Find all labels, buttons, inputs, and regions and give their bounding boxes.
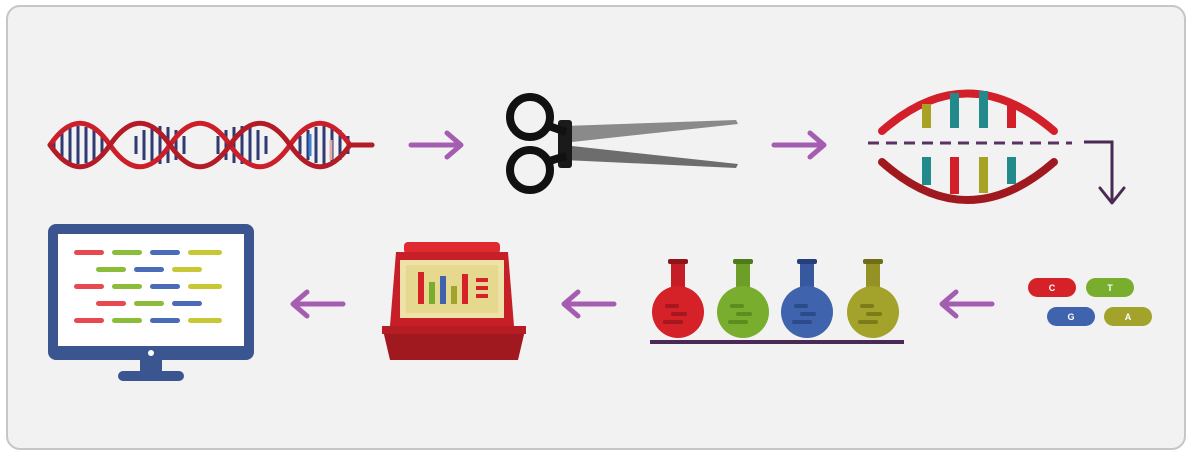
arrow-right-icon xyxy=(407,128,467,162)
base-label: G xyxy=(1067,312,1074,322)
dna-strand-separation-icon xyxy=(862,76,1132,211)
reaction-flasks-icon xyxy=(648,256,906,346)
base-label: C xyxy=(1049,283,1056,293)
dna-double-helix-icon xyxy=(44,110,376,180)
scissors-icon xyxy=(500,92,745,196)
sequencing-machine-icon xyxy=(378,240,530,364)
arrow-left-icon xyxy=(936,287,996,321)
nucleotide-bases-icon: C T G A xyxy=(1026,276,1154,332)
base-label: A xyxy=(1125,312,1132,322)
computer-monitor-icon xyxy=(46,222,256,384)
arrow-left-icon xyxy=(558,287,618,321)
arrow-left-icon xyxy=(287,287,347,321)
base-label: T xyxy=(1107,283,1113,293)
arrow-right-icon xyxy=(770,128,830,162)
